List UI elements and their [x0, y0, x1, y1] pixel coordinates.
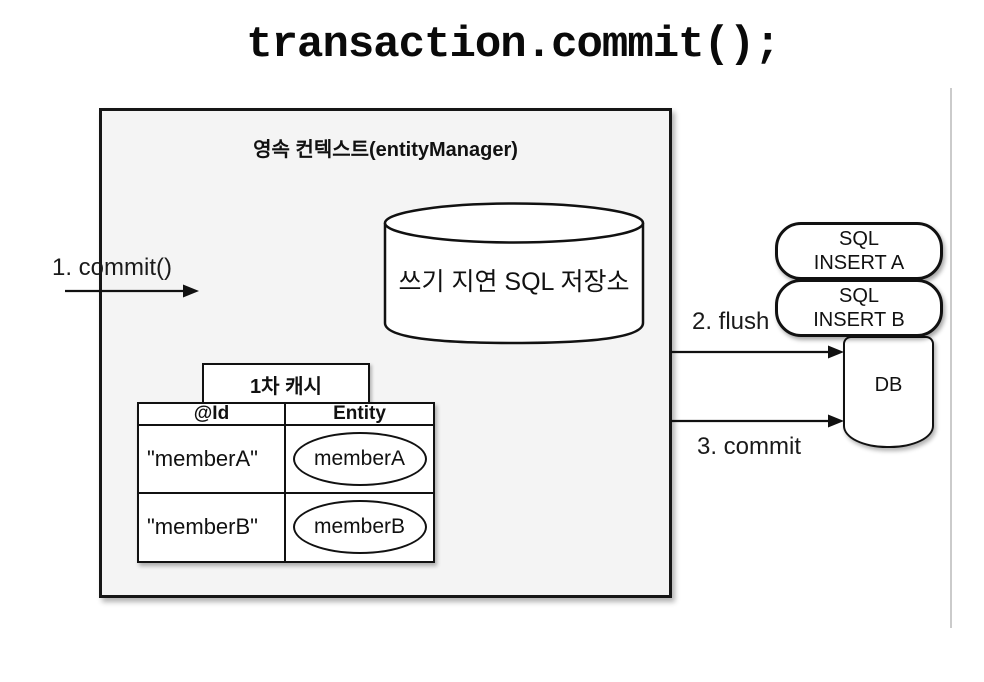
write-behind-sql-storage-label: 쓰기 지연 SQL 저장소 — [398, 268, 630, 296]
sql-insert-b-box: SQL INSERT B — [775, 279, 943, 337]
sql-insert-a-line1: SQL — [838, 228, 880, 250]
first-level-cache-table: @Id Entity "memberA" memberA "memberB" m… — [137, 402, 435, 563]
entity-ellipse-memberA: memberA — [292, 431, 427, 486]
commit-arrow — [671, 414, 844, 428]
flush-arrow — [671, 345, 844, 359]
first-level-cache-label: 1차 캐시 — [250, 375, 322, 398]
persistence-context-label: 영속 컨텍스트(entityManager) — [253, 139, 518, 161]
right-guide-line — [950, 88, 952, 628]
table-header-id: @Id — [139, 403, 286, 426]
page-title: transaction.commit(); — [246, 20, 781, 70]
database-label: DB — [874, 374, 903, 396]
first-level-cache-tab: 1차 캐시 — [202, 363, 370, 405]
table-header-entity: Entity — [286, 403, 433, 426]
sql-insert-a-line2: INSERT A — [813, 252, 905, 274]
table-row-memberB-id: "memberB" — [139, 493, 286, 561]
table-row-memberA-id: "memberA" — [139, 426, 286, 494]
table-row-memberA-entity: memberA — [286, 426, 433, 494]
write-behind-sql-storage-cylinder: 쓰기 지연 SQL 저장소 — [383, 202, 645, 345]
sql-insert-b-line2: INSERT B — [813, 309, 905, 331]
table-row-memberB-entity: memberB — [286, 494, 433, 562]
cylinder-icon — [383, 202, 645, 345]
entity-ellipse-memberB: memberB — [292, 500, 427, 555]
commit-call-label: 1. commit() — [52, 254, 172, 281]
database-shape: DB — [843, 336, 934, 448]
sql-insert-b-line1: SQL — [838, 285, 880, 307]
flush-label: 2. flush — [692, 308, 770, 335]
sql-insert-a-box: SQL INSERT A — [775, 222, 943, 280]
commit-label: 3. commit — [697, 433, 802, 460]
